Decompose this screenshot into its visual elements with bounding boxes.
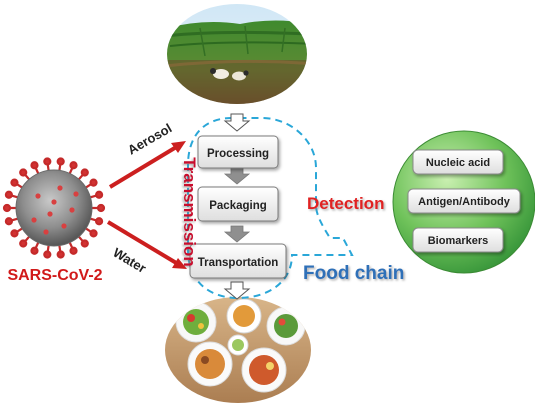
virus-spike-tip	[43, 157, 52, 166]
transmission-label: Transmission	[180, 157, 199, 267]
water-arrow	[106, 220, 187, 269]
virus-surface-dot	[57, 185, 63, 191]
food-image	[165, 297, 311, 403]
virus-illustration	[2, 157, 106, 259]
flow-arrow-1	[223, 167, 251, 185]
virus-spike-tip	[96, 203, 106, 213]
step-processing-label: Processing	[207, 148, 269, 160]
virus-spike-tip	[10, 229, 19, 238]
flow-arrow-top	[223, 113, 251, 132]
step-processing: Processing	[197, 135, 279, 169]
virus-spike-tip	[89, 229, 98, 238]
step-transportation-label: Transportation	[198, 257, 279, 269]
method-nucleic-acid: Nucleic acid	[412, 149, 504, 175]
virus-spike-tip	[19, 168, 28, 177]
virus-spike-tip	[19, 239, 28, 248]
virus-surface-dot	[31, 217, 37, 223]
flow-arrow-bottom	[223, 281, 251, 300]
virus-spike-tip	[94, 217, 104, 226]
method-biomarkers: Biomarkers	[412, 227, 504, 253]
virus-spike-tip	[10, 178, 19, 187]
virus-spike-tip	[4, 217, 14, 226]
virus-spike-tip	[4, 190, 14, 199]
method-antigen-antibody-label: Antigen/Antibody	[418, 196, 511, 208]
virus-spike-tip	[43, 250, 52, 259]
flow-arrows	[223, 113, 251, 300]
virus-spike-tip	[30, 246, 39, 255]
virus-spike-tip	[94, 190, 104, 199]
virus-surface-dot	[35, 193, 41, 199]
virus-spike-tip	[56, 157, 65, 166]
virus-surface-dot	[73, 191, 79, 197]
aerosol-arrow	[108, 141, 186, 189]
water-label: Water	[110, 245, 148, 276]
virus-spike-tip	[69, 161, 78, 170]
step-packaging: Packaging	[197, 186, 279, 222]
virus-surface-dot	[47, 211, 53, 217]
virus-spike-tip	[2, 203, 12, 213]
step-transportation: Transportation	[189, 243, 287, 279]
virus-spike-tip	[69, 246, 78, 255]
virus-surface-dot	[69, 207, 75, 213]
virus-spike-tip	[30, 161, 39, 170]
method-nucleic-acid-label: Nucleic acid	[426, 157, 490, 169]
method-biomarkers-label: Biomarkers	[428, 235, 489, 247]
virus-spike-tip	[80, 168, 89, 177]
virus-spike-tip	[89, 178, 98, 187]
food-chain-label: Food chain	[303, 263, 404, 284]
detection-label: Detection	[307, 194, 384, 213]
pasture-image	[167, 4, 307, 104]
virus-spike-tip	[56, 250, 65, 259]
virus-spike-tip	[80, 239, 89, 248]
detection-methods-circle: Nucleic acid Antigen/Antibody Biomarkers	[392, 130, 535, 274]
virus-surface-dot	[61, 223, 67, 229]
method-antigen-antibody: Antigen/Antibody	[407, 188, 521, 214]
flow-arrow-2	[223, 225, 251, 243]
virus-surface-dot	[51, 199, 57, 205]
virus-surface-dot	[43, 229, 49, 235]
virus-label: SARS-CoV-2	[7, 267, 102, 284]
step-packaging-label: Packaging	[209, 200, 267, 212]
